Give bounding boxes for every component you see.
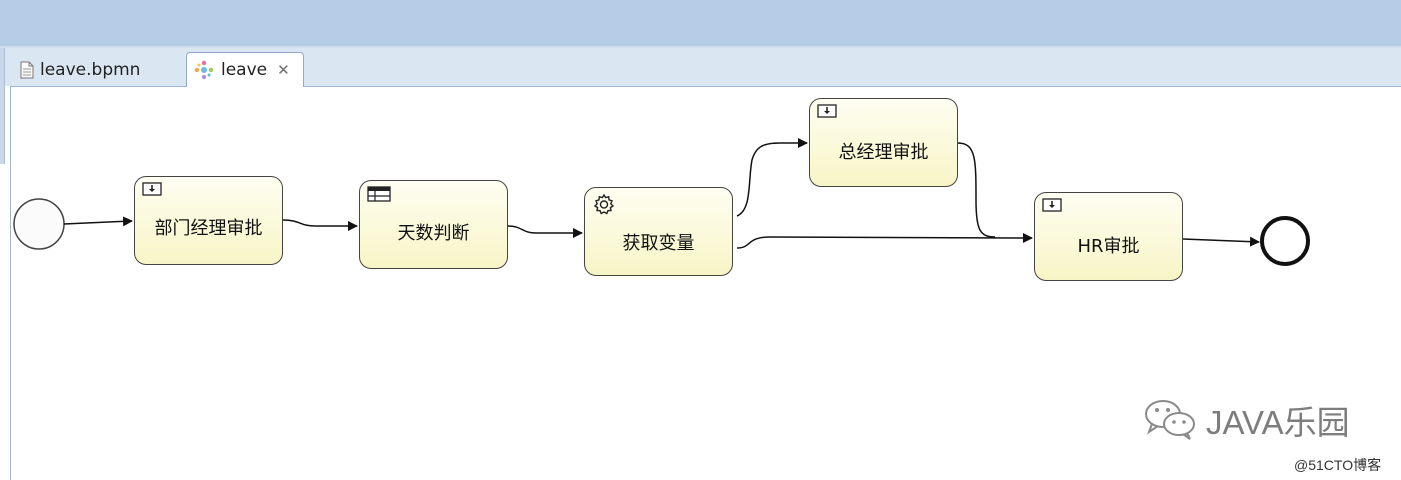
side-panel-edge[interactable] (0, 48, 5, 164)
gear-icon (593, 193, 615, 215)
task-label: 获取变量 (622, 233, 695, 254)
wechat-icon (1145, 400, 1195, 440)
sequence-flow[interactable] (957, 142, 996, 238)
watermark-site: @51CTO博客 (1294, 457, 1382, 473)
user-task-icon (817, 104, 837, 118)
tab-leave-bpmn[interactable]: leave.bpmn (12, 52, 182, 87)
task-label: HR审批 (1077, 236, 1140, 257)
sequence-flow[interactable] (507, 225, 583, 238)
task-days-decision[interactable]: 天数判断 (359, 180, 508, 269)
sequence-flow[interactable] (1182, 236, 1260, 247)
end-event[interactable] (1260, 216, 1310, 266)
window-title-band (0, 0, 1401, 44)
tab-label: leave (221, 60, 268, 80)
sequence-flow[interactable] (63, 216, 133, 227)
user-task-icon (142, 182, 162, 196)
task-get-variables[interactable]: 获取变量 (584, 187, 733, 276)
close-icon[interactable]: ✕ (277, 61, 290, 79)
task-label: 总经理审批 (838, 142, 929, 163)
diagram-icon (194, 60, 214, 80)
watermark-brand: JAVA乐园 (1206, 404, 1350, 441)
task-dept-approval[interactable]: 部门经理审批 (134, 176, 283, 265)
user-task-icon (1042, 198, 1062, 212)
sequence-flow[interactable] (736, 232, 1033, 249)
task-label: 部门经理审批 (154, 218, 263, 239)
start-event[interactable] (13, 198, 65, 250)
sequence-flow[interactable] (282, 219, 358, 231)
tab-leave[interactable]: leave ✕ (186, 52, 304, 87)
task-label: 天数判断 (397, 223, 470, 244)
document-icon (20, 61, 34, 78)
tab-label: leave.bpmn (40, 59, 141, 80)
table-icon (367, 186, 391, 202)
task-hr-approval[interactable]: HR审批 (1034, 192, 1183, 281)
task-gm-approval[interactable]: 总经理审批 (809, 98, 958, 187)
band-divider (0, 44, 1401, 48)
sequence-flow[interactable] (736, 138, 808, 217)
diagram-canvas[interactable] (10, 86, 1401, 480)
